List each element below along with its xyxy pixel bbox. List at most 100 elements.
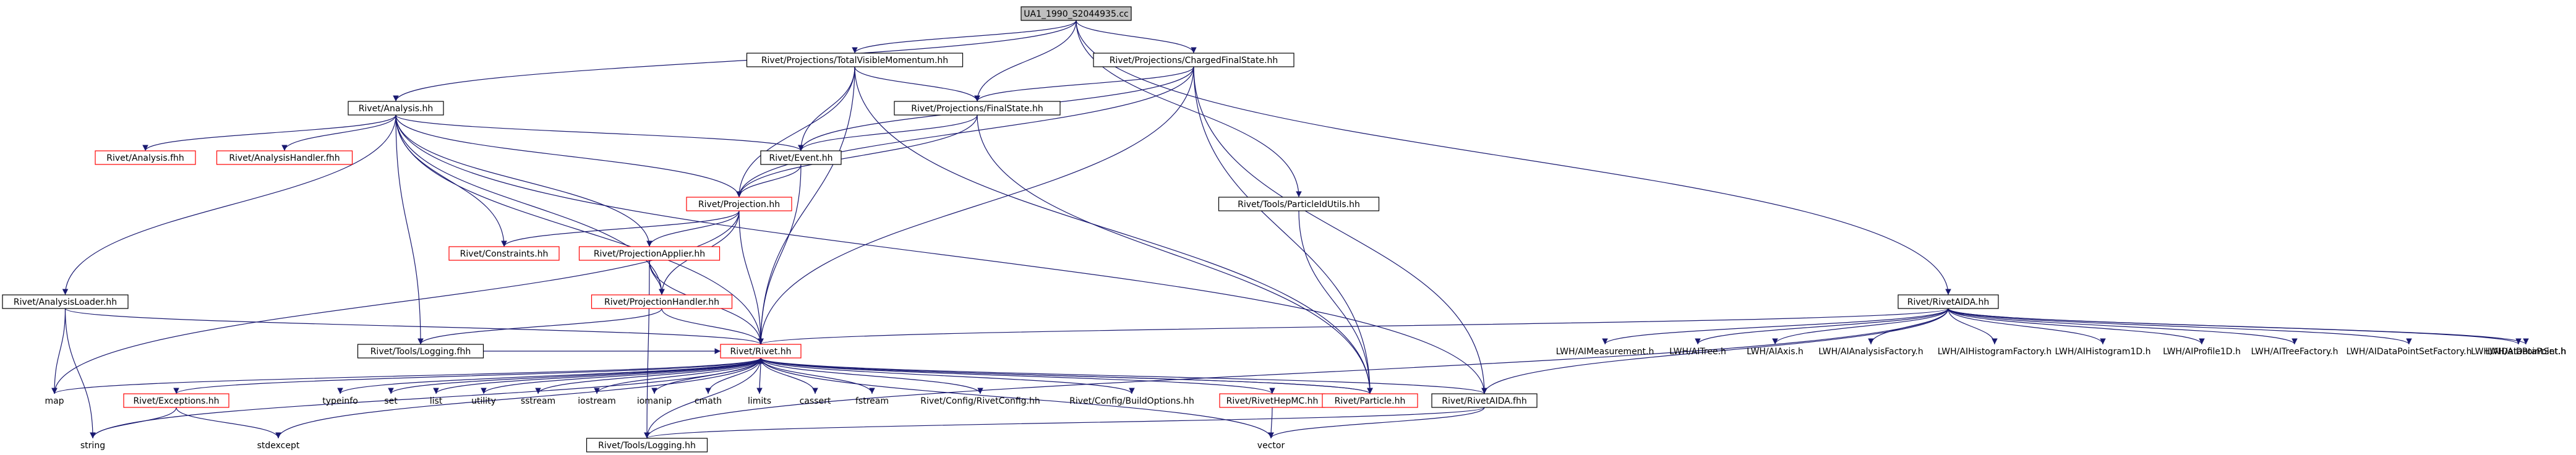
node-rivet-analysis-hh[interactable]: Rivet/Analysis.hh <box>348 101 444 116</box>
edge-raida-to-aidadpsf <box>1948 308 2412 345</box>
node-label: LWH/AIHistogram1D.h <box>2055 347 2151 357</box>
edge-analysis-to-projhandler <box>395 114 665 296</box>
edge-raidafhh-to-logginghh <box>644 407 1485 439</box>
node-rivet-projection-hh[interactable]: Rivet/Projection.hh <box>686 197 792 211</box>
edge-rivethh-to-map <box>51 357 761 394</box>
edge-rivethh-to-sstream <box>535 357 761 394</box>
node-rivet-projections-totalvisiblemomentum-hh[interactable]: Rivet/Projections/TotalVisibleMomentum.h… <box>746 53 964 67</box>
edge-analysis-to-proj <box>395 114 742 198</box>
edge-event-to-proj <box>736 164 802 198</box>
node-box <box>1898 294 1999 309</box>
node-label: vector <box>1257 441 1285 451</box>
edge-putils-to-particle <box>1298 210 1373 394</box>
node-label: Rivet/ProjectionHandler.hh <box>604 297 719 307</box>
node-typeinfo: typeinfo <box>322 396 358 406</box>
nodes: UA1_1990_S2044935.ccRivet/Projections/To… <box>2 6 2566 453</box>
node-label: Rivet/Analysis.fhh <box>106 153 184 163</box>
node-cassert: cassert <box>800 396 831 406</box>
node-map: map <box>45 396 64 406</box>
node-label: Rivet/RivetHepMC.hh <box>1226 396 1319 406</box>
node-rivet-analysishandler-fhh[interactable]: Rivet/AnalysisHandler.fhh <box>216 150 353 165</box>
node-list: list <box>430 396 443 406</box>
edge-tvm-to-fs <box>854 66 980 102</box>
node-label: LWH/AIProfile1D.h <box>2163 347 2241 357</box>
node-lwh-aimeasurement-h: LWH/AIMeasurement.h <box>1556 347 1654 357</box>
node-box <box>1021 6 1132 21</box>
node-box <box>746 53 964 67</box>
node-rivet-constraints-hh[interactable]: Rivet/Constraints.hh <box>448 246 560 261</box>
node-utility: utility <box>471 396 496 406</box>
node-rivet-projectionapplier-hh[interactable]: Rivet/ProjectionApplier.hh <box>578 246 721 261</box>
edge-rivethh-to-raidafhh <box>760 357 1487 394</box>
edge-tvm-to-proj <box>736 66 855 198</box>
node-label: list <box>430 396 443 406</box>
edge-proj-to-projapp <box>646 210 740 247</box>
node-label: LWH/AIDataPointSet.h <box>2471 347 2566 357</box>
node-lwh-aidatapointset-h: LWH/AIDataPointSet.h <box>2471 347 2566 357</box>
node-label: utility <box>471 396 496 406</box>
edge-tvm-to-particle <box>854 66 1373 394</box>
node-box <box>686 197 792 211</box>
edge-analysis-to-raidafhh <box>395 114 1487 394</box>
edge-root-to-raida <box>1076 20 1951 296</box>
node-box <box>1093 53 1294 67</box>
edge-exceptions-to-string <box>90 407 177 439</box>
edge-proj-to-rivethh <box>738 210 764 345</box>
edge-cfs-to-proj <box>736 66 1194 198</box>
edges <box>51 20 2529 439</box>
edge-analysis-to-analysisfhh <box>142 114 396 151</box>
node-label: fstream <box>855 396 889 406</box>
node-rivet-analysis-fhh[interactable]: Rivet/Analysis.fhh <box>95 150 196 165</box>
node-rivet-tools-logging-fhh[interactable]: Rivet/Tools/Logging.fhh <box>357 344 484 359</box>
edge-cfs-to-rivethh <box>758 66 1194 345</box>
node-label: Rivet/Tools/Logging.fhh <box>370 347 471 357</box>
node-ua1-1990-s2044935-cc[interactable]: UA1_1990_S2044935.cc <box>1021 6 1132 21</box>
edge-rivethh-to-rivetconfig <box>760 357 983 394</box>
node-box <box>357 344 484 359</box>
edge-fs-to-event <box>798 114 978 151</box>
node-rivet-tools-logging-hh[interactable]: Rivet/Tools/Logging.hh <box>586 438 708 453</box>
node-lwh-aiaxis-h: LWH/AIAxis.h <box>1747 347 1804 357</box>
node-label: Rivet/Exceptions.hh <box>133 396 219 406</box>
edge-cfs-to-fs <box>974 66 1194 102</box>
node-label: Rivet/RivetAIDA.hh <box>1907 297 1990 307</box>
node-rivet-rivetaida-fhh[interactable]: Rivet/RivetAIDA.fhh <box>1431 393 1538 408</box>
node-label: iostream <box>578 396 616 406</box>
node-label: Rivet/ProjectionApplier.hh <box>594 249 705 259</box>
node-lwh-aihistogramfactory-h: LWH/AIHistogramFactory.h <box>1938 347 2052 357</box>
edge-aloader-to-string <box>64 308 96 439</box>
node-box <box>1431 393 1538 408</box>
node-label: LWH/AIHistogramFactory.h <box>1938 347 2052 357</box>
node-rivet-projectionhandler-hh[interactable]: Rivet/ProjectionHandler.hh <box>591 294 733 309</box>
node-label: Rivet/Projection.hh <box>698 200 780 210</box>
node-rivet-analysisloader-hh[interactable]: Rivet/AnalysisLoader.hh <box>2 294 129 309</box>
node-label: Rivet/Constraints.hh <box>460 249 549 259</box>
edge-rivethh-to-iostream <box>594 357 761 394</box>
node-rivet-particle-hh[interactable]: Rivet/Particle.hh <box>1322 393 1418 408</box>
edge-raida-to-aidadp <box>1948 308 2529 345</box>
node-box <box>123 393 229 408</box>
edge-rivethh-to-vector <box>760 357 1274 439</box>
edge-fs-to-particle <box>977 114 1373 394</box>
edge-root-to-analysis <box>393 20 1077 102</box>
node-label: sstream <box>521 396 555 406</box>
edge-tvm-to-event <box>798 66 855 151</box>
node-rivet-exceptions-hh[interactable]: Rivet/Exceptions.hh <box>123 393 229 408</box>
edge-rivethh-to-logginghh <box>644 357 761 439</box>
node-rivet-rivethepmc-hh[interactable]: Rivet/RivetHepMC.hh <box>1219 393 1325 408</box>
node-lwh-aihistogram1d-h: LWH/AIHistogram1D.h <box>2055 347 2151 357</box>
node-rivet-rivetaida-hh[interactable]: Rivet/RivetAIDA.hh <box>1898 294 1999 309</box>
node-rivet-config-buildoptions-hh: Rivet/Config/BuildOptions.hh <box>1069 396 1194 406</box>
node-rivet-projections-finalstate-hh[interactable]: Rivet/Projections/FinalState.hh <box>894 101 1061 116</box>
node-label: map <box>45 396 64 406</box>
node-rivet-tools-particleidutils-hh[interactable]: Rivet/Tools/ParticleIdUtils.hh <box>1218 197 1380 211</box>
edge-proj-to-constraints <box>501 210 740 247</box>
edge-rivethh-to-set <box>388 357 761 394</box>
edge-analysis-to-rivethh <box>395 114 764 345</box>
node-rivet-rivet-hh[interactable]: Rivet/Rivet.hh <box>720 344 802 359</box>
node-rivet-projections-chargedfinalstate-hh[interactable]: Rivet/Projections/ChargedFinalState.hh <box>1093 53 1294 67</box>
node-rivet-event-hh[interactable]: Rivet/Event.hh <box>760 150 842 165</box>
node-box <box>760 150 842 165</box>
edge-root-to-putils <box>1076 20 1302 198</box>
edge-rivethh-to-typeinfo <box>337 357 761 394</box>
